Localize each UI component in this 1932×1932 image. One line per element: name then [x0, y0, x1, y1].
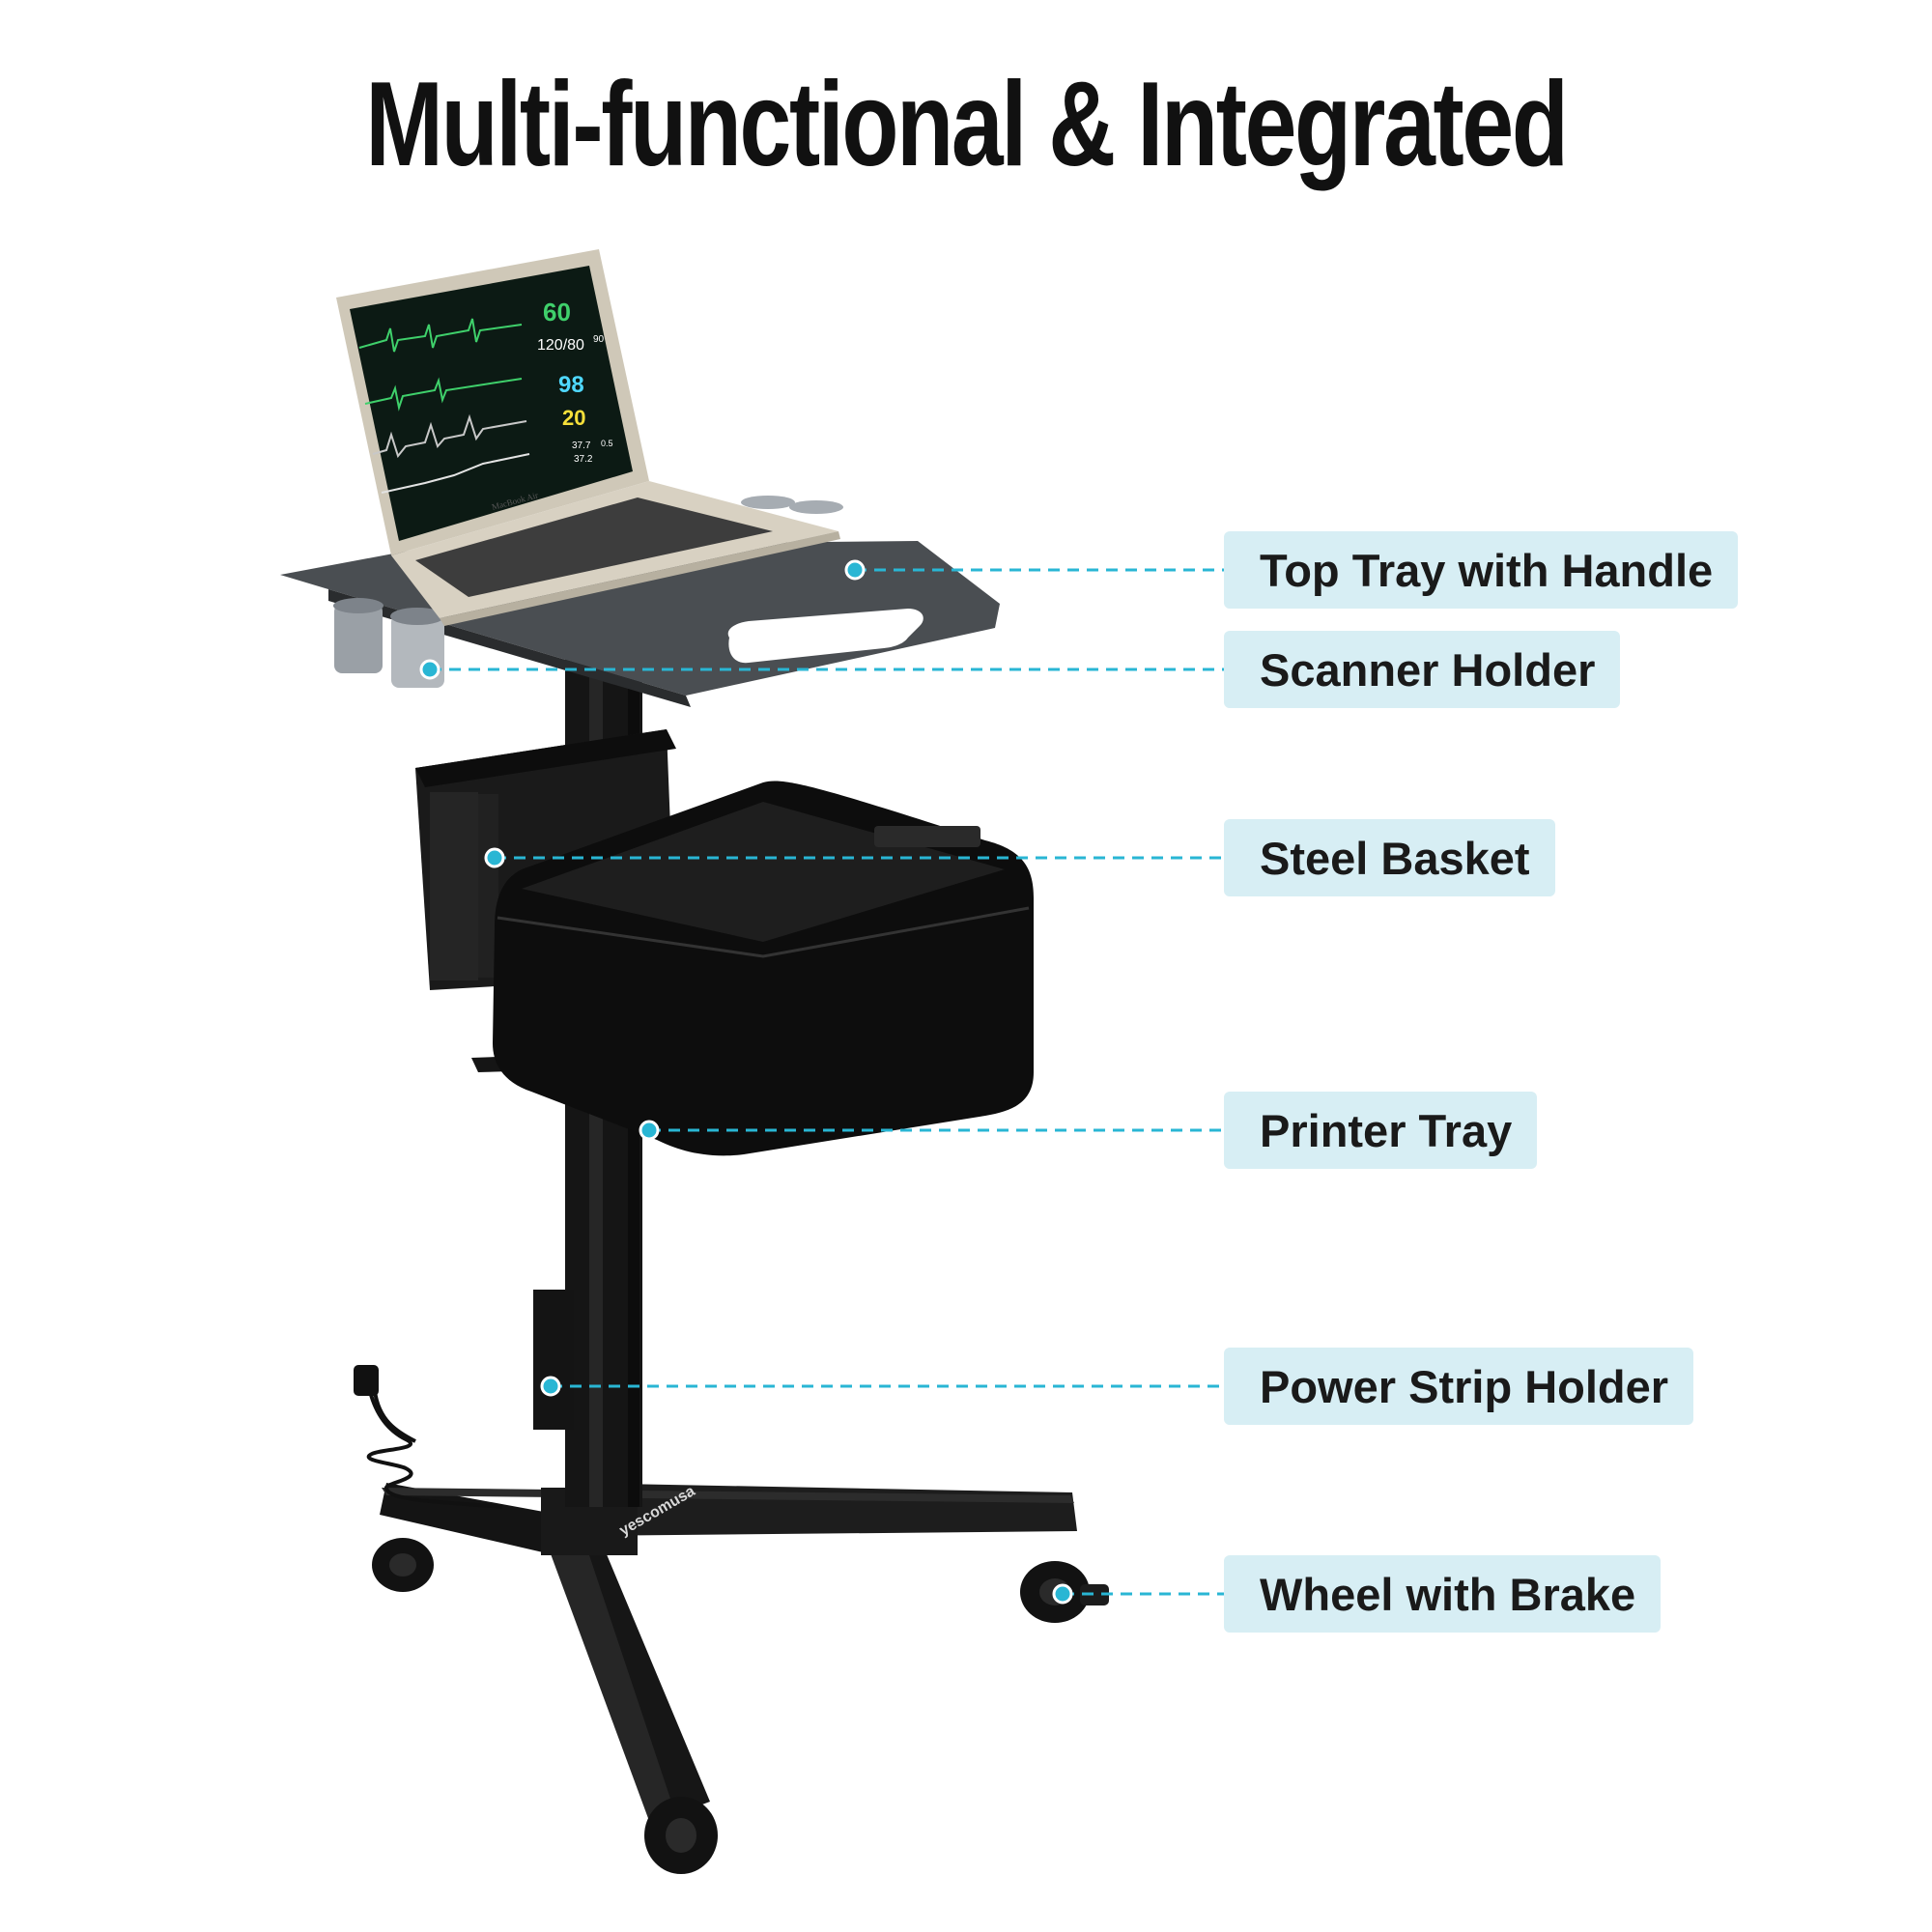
laptop: 60 120/80 90 98 20 37.7 37.2 0.5 MacBook… — [336, 249, 840, 626]
temp1-readout: 37.7 — [572, 440, 591, 451]
power-cord — [354, 1365, 503, 1509]
dot-wheel-brake — [1052, 1583, 1073, 1605]
callout-printer-tray: Printer Tray — [1224, 1092, 1538, 1169]
callout-scanner-holder: Scanner Holder — [1224, 631, 1621, 708]
page-title: Multi-functional & Integrated — [365, 58, 1568, 191]
blood-pressure-readout: 120/80 — [537, 337, 584, 354]
wheels — [372, 1538, 1109, 1874]
map-readout: 90 — [593, 334, 605, 345]
dot-power-strip — [540, 1376, 561, 1397]
temp2-readout: 37.2 — [574, 454, 593, 465]
temp-delta-readout: 0.5 — [601, 439, 613, 448]
callout-steel-basket: Steel Basket — [1224, 819, 1555, 896]
heart-rate-readout: 60 — [543, 298, 571, 327]
cart-base — [380, 1483, 1077, 1821]
callout-power-strip-holder: Power Strip Holder — [1224, 1348, 1694, 1425]
resp-readout: 20 — [562, 406, 585, 430]
printer — [493, 781, 1034, 1156]
leader-dots — [419, 559, 1073, 1605]
leader-lines — [430, 568, 1227, 1596]
dot-scanner-holder — [419, 659, 440, 680]
spo2-readout: 98 — [558, 372, 584, 398]
dot-top-tray — [844, 559, 866, 581]
callout-wheel-with-brake: Wheel with Brake — [1224, 1555, 1662, 1633]
dot-steel-basket — [484, 847, 505, 868]
callout-top-tray: Top Tray with Handle — [1224, 531, 1739, 609]
dot-printer-tray — [639, 1120, 660, 1141]
